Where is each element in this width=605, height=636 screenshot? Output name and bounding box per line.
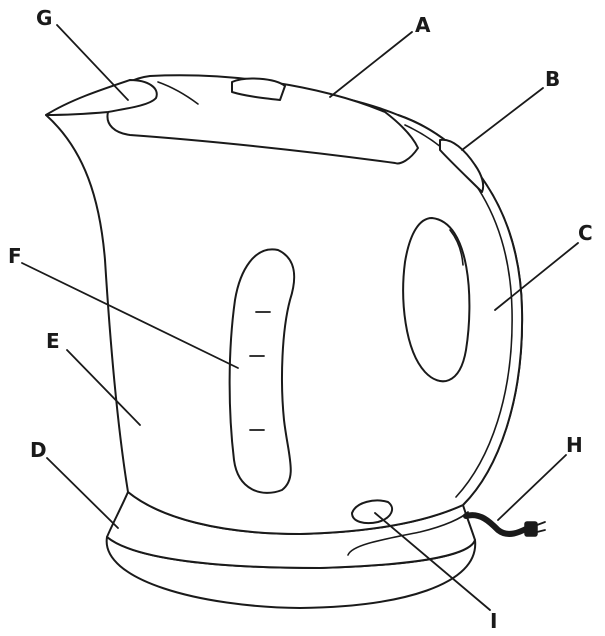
leader-line-d xyxy=(46,457,119,529)
callout-label-e: E xyxy=(46,329,60,353)
leader-line-e xyxy=(66,349,141,426)
plug-pin-lower xyxy=(536,529,546,533)
lid-release-switch xyxy=(231,77,286,101)
power-switch xyxy=(439,138,485,193)
power-plug xyxy=(524,521,538,537)
handle-grip-notch xyxy=(449,229,464,266)
leader-line-f xyxy=(21,262,239,369)
kettle-lid xyxy=(106,74,419,165)
base-indicator xyxy=(351,499,394,525)
leader-line-b xyxy=(461,87,544,151)
callout-label-h: H xyxy=(566,433,583,457)
callout-label-d: D xyxy=(30,438,47,462)
water-level-window xyxy=(228,248,296,494)
spout-filter-edge xyxy=(157,81,199,105)
leader-line-h xyxy=(497,454,567,521)
leader-line-g xyxy=(56,24,129,101)
callout-label-a: A xyxy=(415,13,431,37)
base-rear-panel xyxy=(347,511,469,556)
callout-label-g: G xyxy=(36,6,52,30)
power-cord xyxy=(463,512,531,537)
kettle-spout xyxy=(45,79,158,116)
callout-label-i: I xyxy=(490,609,497,633)
callout-label-c: C xyxy=(578,221,593,245)
leader-line-a xyxy=(329,31,413,98)
plug-pin-upper xyxy=(536,521,546,526)
leader-line-c xyxy=(494,242,579,311)
callout-label-f: F xyxy=(8,244,22,268)
leader-line-i xyxy=(374,512,491,611)
handle-grip-opening xyxy=(402,217,471,383)
callout-label-b: B xyxy=(545,67,560,91)
